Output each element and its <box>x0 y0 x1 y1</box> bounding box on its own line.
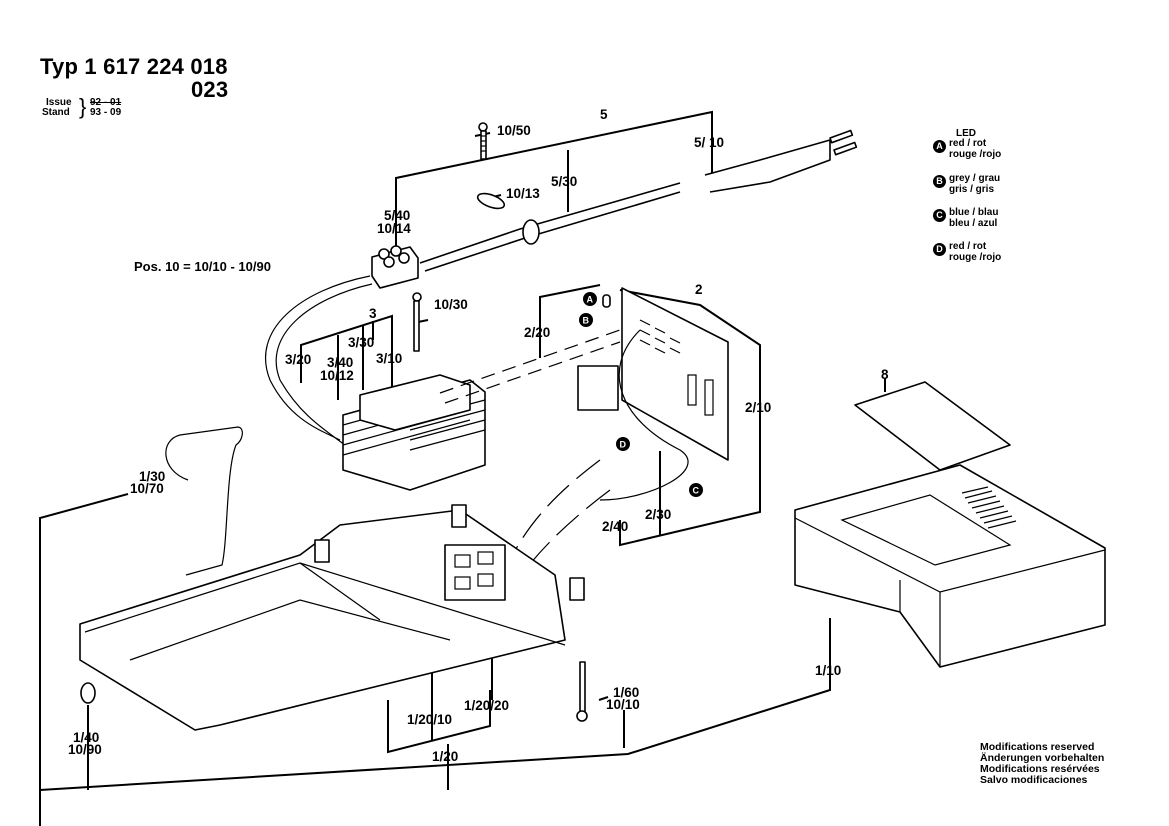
wire-clip <box>165 426 243 576</box>
marker-c: C <box>689 483 703 497</box>
part-label-3-40: 3/40 <box>327 355 354 370</box>
part-label-3: 3 <box>369 306 377 321</box>
svg-text:C: C <box>693 486 700 496</box>
led <box>602 294 611 308</box>
issue-value: 92 - 01 <box>90 97 122 108</box>
part-label-3-10: 3/10 <box>376 351 403 366</box>
label-plate <box>854 381 1011 471</box>
svg-text:A: A <box>587 295 594 305</box>
legend-marker-b: B <box>933 175 946 188</box>
part-label-5-10: 5/ 10 <box>694 135 725 150</box>
part-label-3-20: 3/20 <box>285 352 312 367</box>
legend-marker-d: D <box>933 243 946 256</box>
part-label-10-13: 10/13 <box>506 186 540 201</box>
position-note: Pos. 10 = 10/10 - 10/90 <box>134 259 271 274</box>
screw-10-50 <box>478 122 488 160</box>
part-label-3-30: 3/30 <box>348 335 375 350</box>
part-label-1-20-20: 1/20/20 <box>464 698 510 713</box>
legend-marker-c: C <box>933 209 946 222</box>
part-label-2-40: 2/40 <box>602 519 629 534</box>
foot <box>80 682 96 704</box>
svg-text:D: D <box>620 440 627 450</box>
leader-2-20 <box>539 284 601 358</box>
screw-1-60 <box>576 661 588 722</box>
part-label-10-70: 10/70 <box>130 481 164 496</box>
wire-loop <box>264 275 371 441</box>
part-label-2-20: 2/20 <box>524 325 551 340</box>
part-label-1-20: 1/20 <box>432 749 459 764</box>
cover <box>794 464 1106 668</box>
cable-clamp <box>476 192 506 210</box>
part-label-8: 8 <box>881 367 889 382</box>
part-label-10-50: 10/50 <box>497 123 531 138</box>
part-label-10-30: 10/30 <box>434 297 468 312</box>
circuit-board <box>577 287 729 461</box>
part-label-2: 2 <box>695 282 703 297</box>
part-label-10-12: 10/12 <box>320 368 354 383</box>
leader-3 <box>300 314 393 400</box>
marker-d: D <box>616 437 630 451</box>
leader-5 <box>395 110 713 197</box>
part-label-1-40: 1/40 <box>73 730 100 745</box>
part-label-2-10: 2/10 <box>745 400 772 415</box>
type-number: Typ 1 617 224 018 <box>40 54 228 79</box>
transformer <box>342 374 486 491</box>
stand-value: 93 - 09 <box>90 107 122 118</box>
part-label-5-40: 5/40 <box>384 208 411 223</box>
svg-text:B: B <box>583 316 590 326</box>
leader-1-10-base <box>39 618 831 791</box>
part-label-5: 5 <box>600 107 608 122</box>
part-label-1-30: 1/30 <box>139 469 166 484</box>
marker-a: A <box>583 292 597 306</box>
variant-number: 023 <box>191 77 229 102</box>
screw-10-30 <box>412 292 422 352</box>
marker-b: B <box>579 313 593 327</box>
part-label-2-30: 2/30 <box>645 507 672 522</box>
base-housing <box>79 504 585 731</box>
stand-label: Stand <box>42 107 70 118</box>
part-label-5-30: 5/30 <box>551 174 578 189</box>
terminal-block <box>371 245 419 289</box>
leader-2-10 <box>619 289 761 547</box>
part-label-1-10: 1/10 <box>815 663 842 678</box>
modifications-note: Modifications reserved Änderungen vorbeh… <box>980 741 1105 786</box>
leader-1-60 <box>598 696 609 701</box>
leader-1-30 <box>39 493 129 826</box>
issue-label: Issue <box>46 97 72 108</box>
power-cord <box>419 129 858 272</box>
part-label-10-90: 10/90 <box>68 742 102 757</box>
legend-title: LED <box>956 128 976 139</box>
part-label-1-60: 1/60 <box>613 685 640 700</box>
legend-marker-a: A <box>933 140 946 153</box>
leader-1-20 <box>387 690 491 754</box>
part-label-10-14: 10/14 <box>377 221 411 236</box>
brace: } <box>79 94 87 119</box>
part-label-10-10: 10/10 <box>606 697 640 712</box>
part-label-1-20-10: 1/20/10 <box>407 712 453 727</box>
